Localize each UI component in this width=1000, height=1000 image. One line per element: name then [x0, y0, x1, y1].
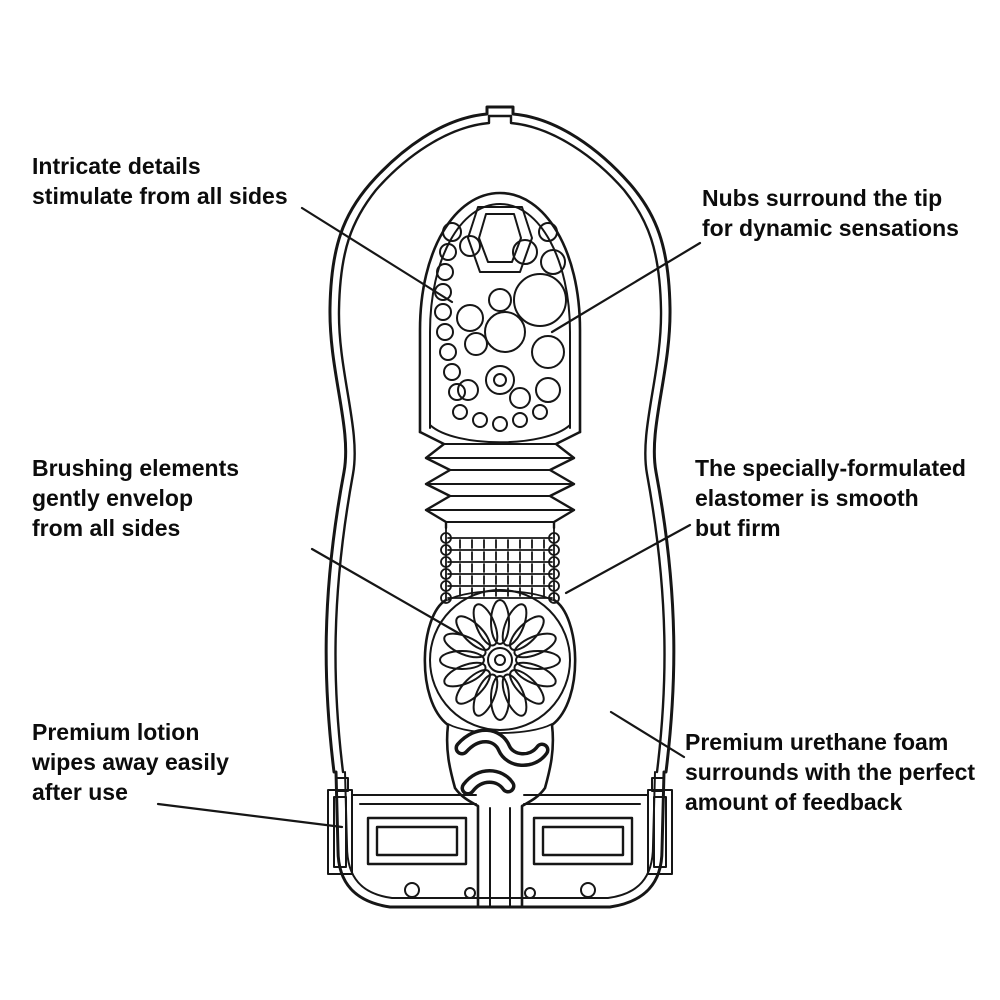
leader-line-brushing — [310, 547, 462, 636]
large-nub — [513, 273, 567, 327]
label-line: Brushing elements — [32, 455, 240, 481]
label-premium-lotion: Premium lotion wipes away easily after u… — [32, 718, 229, 808]
base-outer-line — [334, 770, 666, 909]
tip-insert — [467, 206, 533, 273]
label-line: but firm — [695, 514, 781, 541]
nub-circles — [434, 222, 567, 432]
label-nubs: Nubs surround the tip for dynamic sensat… — [702, 184, 959, 244]
label-line: Premium lotion — [32, 719, 200, 745]
foam-block-right-outer — [532, 816, 634, 866]
base-inner-line — [344, 771, 656, 899]
sleeve-outer-wall — [418, 191, 582, 434]
wave-elements — [454, 728, 550, 796]
leader-line-intricate — [300, 206, 454, 304]
side-clip-left — [327, 777, 353, 875]
label-line: for dynamic sensations — [702, 214, 959, 241]
label-intricate-details: Intricate details stimulate from all sid… — [32, 152, 288, 212]
brush-elements — [440, 527, 560, 604]
label-urethane-foam: Premium urethane foam surrounds with the… — [685, 728, 975, 818]
leader-lines — [156, 206, 702, 829]
sleeve-chamber-bottom — [429, 424, 571, 444]
side-clip-right — [647, 777, 673, 875]
sleeve-lower-right-wall — [520, 598, 577, 908]
label-line: gently envelop — [32, 484, 194, 511]
label-line: wipes away easily — [32, 748, 229, 775]
tip-insert-outer — [467, 206, 533, 273]
label-line: elastomer is smooth — [695, 484, 919, 511]
outer-shell-inner-line — [334, 114, 666, 774]
foam-block-right-inner — [541, 825, 625, 857]
leader-line-lotion — [156, 802, 344, 829]
label-brushing-elements: Brushing elements gently envelop from al… — [32, 454, 239, 544]
foam-block-left-outer — [366, 816, 468, 866]
tip-insert-inner — [478, 213, 522, 263]
label-line: Premium urethane foam — [685, 729, 949, 755]
bellows-ribs — [418, 430, 582, 530]
leader-line-foam — [609, 710, 686, 759]
base-top-lines — [351, 794, 649, 805]
label-line: stimulate from all sides — [32, 182, 288, 209]
label-line: from all sides — [32, 514, 181, 541]
label-elastomer: The specially-formulated elastomer is sm… — [695, 454, 966, 544]
star-chamber — [429, 589, 571, 734]
label-line: Intricate details — [32, 153, 201, 179]
base-assembly — [327, 770, 673, 909]
sleeve-lower-left-wall — [423, 598, 480, 908]
label-line: amount of feedback — [685, 788, 903, 815]
outer-shell — [324, 105, 676, 774]
label-line: after use — [32, 778, 128, 805]
inner-sleeve — [418, 191, 582, 908]
label-line: surrounds with the perfect — [685, 758, 976, 785]
leader-line-nubs — [550, 241, 702, 334]
center-pillar — [489, 807, 511, 907]
base-feet — [404, 882, 596, 899]
label-line: The specially-formulated — [695, 455, 966, 481]
sleeve-inner-wall — [429, 203, 571, 429]
leader-line-elastomer — [564, 523, 692, 595]
foam-block-left-inner — [375, 825, 459, 857]
label-line: Nubs surround the tip — [702, 185, 943, 211]
outer-shell-outline — [324, 105, 676, 774]
